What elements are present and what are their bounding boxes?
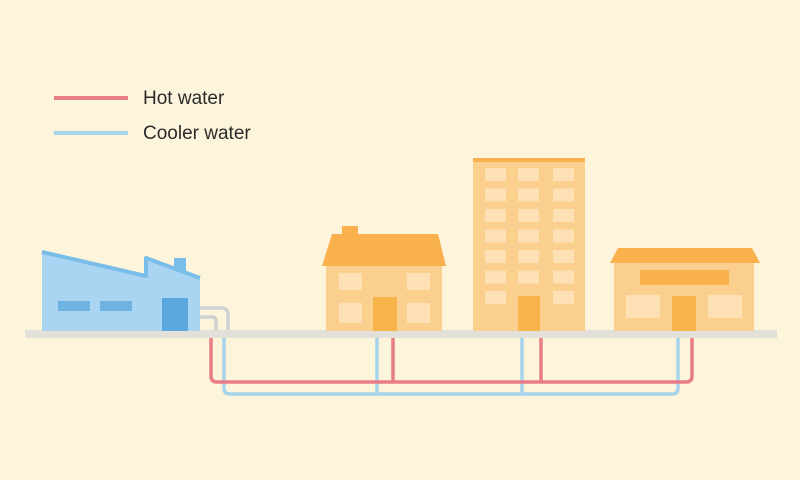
factory-window-right [100,301,132,311]
tower-window [553,270,574,284]
house-building [322,226,446,331]
tower-window [485,168,506,181]
tower-window [553,291,574,304]
tower-windows [485,168,574,304]
factory-outlet-pipes [195,306,230,332]
ground-line [25,330,777,338]
shop-window [708,295,742,318]
tower-window [518,270,539,284]
shop-sign [640,270,729,285]
tower-window [485,291,506,304]
tower-window [553,188,574,202]
house-door [373,297,397,331]
shop-window [626,295,660,318]
legend-cool-label: Cooler water [143,123,251,144]
tower-building [473,158,585,331]
shop-door [672,296,696,331]
tower-window [485,270,506,284]
factory-window-left [58,301,90,311]
house-window [407,273,430,290]
tower-window [553,168,574,181]
tower-window [553,209,574,222]
tower-window [553,250,574,263]
tower-window [518,250,539,263]
factory-building [41,250,201,331]
house-window [339,273,362,290]
legend: Hot water Cooler water [54,88,251,144]
cooler-water-pipe [222,336,680,396]
hot-water-pipe [209,336,694,384]
tower-window [518,229,539,243]
shop-building [610,248,760,331]
tower-door [518,296,540,331]
tower-window [485,250,506,263]
factory-door [162,298,188,331]
legend-hot-label: Hot water [143,88,225,109]
tower-window [553,229,574,243]
house-window [407,303,430,323]
tower-window [518,188,539,202]
tower-window [485,188,506,202]
tower-window [518,209,539,222]
tower-window [485,209,506,222]
tower-window [485,229,506,243]
tower-window [518,168,539,181]
house-window [339,303,362,323]
